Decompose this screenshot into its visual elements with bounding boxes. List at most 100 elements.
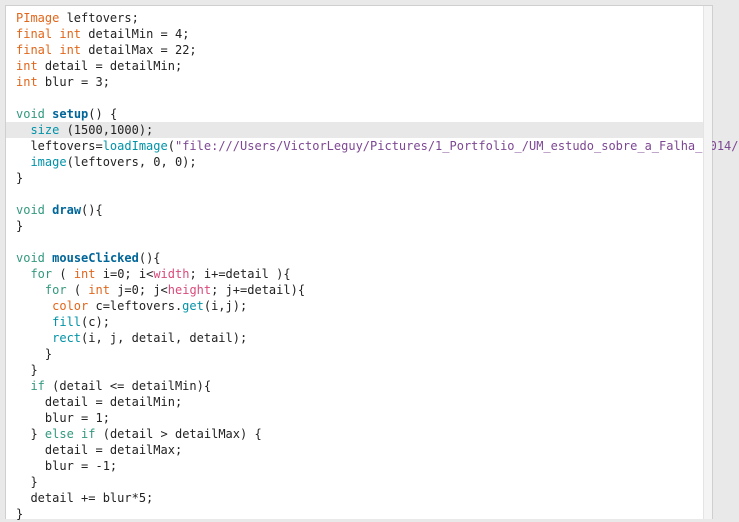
code-token: void: [16, 203, 45, 217]
code-line[interactable]: } else if (detail > detailMax) {: [6, 426, 703, 442]
code-token: leftovers;: [59, 11, 139, 25]
code-token: (detail > detailMax) {: [95, 427, 262, 441]
code-line[interactable]: int detail = detailMin;: [6, 58, 703, 74]
code-token: [16, 123, 30, 137]
code-line[interactable]: fill(c);: [6, 314, 703, 330]
code-line[interactable]: }: [6, 474, 703, 490]
code-token: [16, 379, 30, 393]
code-token: [16, 155, 30, 169]
code-token: (: [66, 283, 89, 297]
code-token: (i, j, detail, detail);: [81, 331, 248, 345]
code-token: else: [44, 427, 74, 441]
code-token: void: [16, 251, 45, 265]
code-token: }: [16, 427, 45, 441]
code-token: "file:///Users/VictorLeguy/Pictures/1_Po…: [174, 139, 739, 153]
code-line[interactable]: for ( int j=0; j<height; j+=detail){: [6, 282, 703, 298]
code-line[interactable]: detail = detailMax;: [6, 442, 703, 458]
code-line[interactable]: color c=leftovers.get(i,j);: [6, 298, 703, 314]
code-token: (){: [81, 203, 103, 217]
code-token: }: [16, 171, 24, 185]
code-line[interactable]: final int detailMin = 4;: [6, 26, 703, 42]
code-editor[interactable]: PImage leftovers;final int detailMin = 4…: [5, 5, 739, 522]
code-token: [74, 427, 81, 441]
code-line[interactable]: int blur = 3;: [6, 74, 703, 90]
code-line[interactable]: void mouseClicked(){: [6, 250, 703, 266]
code-token: rect: [52, 331, 82, 345]
code-token: (i,j);: [203, 299, 248, 313]
code-token: if: [30, 379, 45, 393]
code-token: detail = detailMax;: [16, 443, 183, 457]
code-token: for: [30, 267, 53, 281]
code-token: width: [153, 267, 190, 281]
code-token: color: [52, 299, 89, 313]
code-token: }: [16, 475, 38, 489]
code-token: for: [44, 283, 67, 297]
code-token: (: [52, 267, 74, 281]
code-token: int: [59, 27, 82, 41]
code-line[interactable]: final int detailMax = 22;: [6, 42, 703, 58]
code-token: j=0; j<: [109, 283, 168, 297]
code-line[interactable]: }: [6, 362, 703, 378]
code-token: }: [16, 347, 53, 361]
code-token: image: [30, 155, 67, 169]
code-token: int: [59, 43, 82, 57]
code-line[interactable]: [6, 90, 703, 106]
code-token: [16, 331, 52, 345]
code-line-current[interactable]: size (1500,1000);: [6, 122, 703, 138]
code-token: setup: [52, 107, 89, 121]
code-line[interactable]: void setup() {: [6, 106, 703, 122]
code-line[interactable]: rect(i, j, detail, detail);: [6, 330, 703, 346]
code-line[interactable]: leftovers=loadImage("file:///Users/Victo…: [6, 138, 738, 154]
code-line[interactable]: blur = -1;: [6, 458, 703, 474]
code-token: detailMin = 4;: [81, 27, 190, 41]
code-token: int: [16, 75, 38, 89]
code-area[interactable]: PImage leftovers;final int detailMin = 4…: [6, 10, 739, 522]
code-line[interactable]: for ( int i=0; i<width; i+=detail ){: [6, 266, 703, 282]
code-token: [16, 283, 45, 297]
code-line[interactable]: PImage leftovers;: [6, 10, 703, 26]
vertical-scrollbar[interactable]: [703, 6, 712, 519]
code-token: (){: [138, 251, 161, 265]
code-token: () {: [88, 107, 118, 121]
code-token: [16, 267, 30, 281]
code-token: draw: [52, 203, 82, 217]
code-token: }: [16, 363, 38, 377]
code-token: (: [167, 139, 175, 153]
code-token: (detail <= detailMin){: [44, 379, 212, 393]
code-token: PImage: [16, 11, 60, 25]
code-token: detail = detailMin;: [37, 59, 183, 73]
code-token: final: [16, 43, 53, 57]
code-line[interactable]: }: [6, 218, 703, 234]
code-line[interactable]: }: [6, 506, 703, 522]
code-line[interactable]: }: [6, 346, 703, 362]
code-token: int: [73, 267, 96, 281]
code-line[interactable]: void draw(){: [6, 202, 703, 218]
code-token: c=leftovers.: [88, 299, 183, 313]
code-line[interactable]: detail = detailMin;: [6, 394, 703, 410]
code-token: [16, 299, 52, 313]
code-line[interactable]: [6, 186, 703, 202]
code-token: fill: [52, 315, 82, 329]
code-token: detail = detailMin;: [16, 395, 183, 409]
code-token: height: [167, 283, 212, 297]
code-token: blur = 1;: [16, 411, 110, 425]
code-token: blur = 3;: [37, 75, 110, 89]
code-line[interactable]: if (detail <= detailMin){: [6, 378, 703, 394]
code-token: int: [16, 59, 38, 73]
code-line[interactable]: blur = 1;: [6, 410, 703, 426]
code-token: ; j+=detail){: [211, 283, 306, 297]
code-token: (leftovers, 0, 0);: [66, 155, 197, 169]
code-line[interactable]: detail += blur*5;: [6, 490, 703, 506]
code-token: leftovers=: [16, 139, 103, 153]
code-token: get: [182, 299, 204, 313]
code-token: }: [16, 507, 24, 521]
code-token: }: [16, 219, 24, 233]
code-line[interactable]: image(leftovers, 0, 0);: [6, 154, 703, 170]
code-line[interactable]: }: [6, 170, 703, 186]
code-token: [16, 315, 52, 329]
code-line[interactable]: [6, 234, 703, 250]
code-token: void: [16, 107, 45, 121]
code-token: detail += blur*5;: [16, 491, 154, 505]
code-token: loadImage: [102, 139, 168, 153]
code-token: (c);: [81, 315, 110, 329]
